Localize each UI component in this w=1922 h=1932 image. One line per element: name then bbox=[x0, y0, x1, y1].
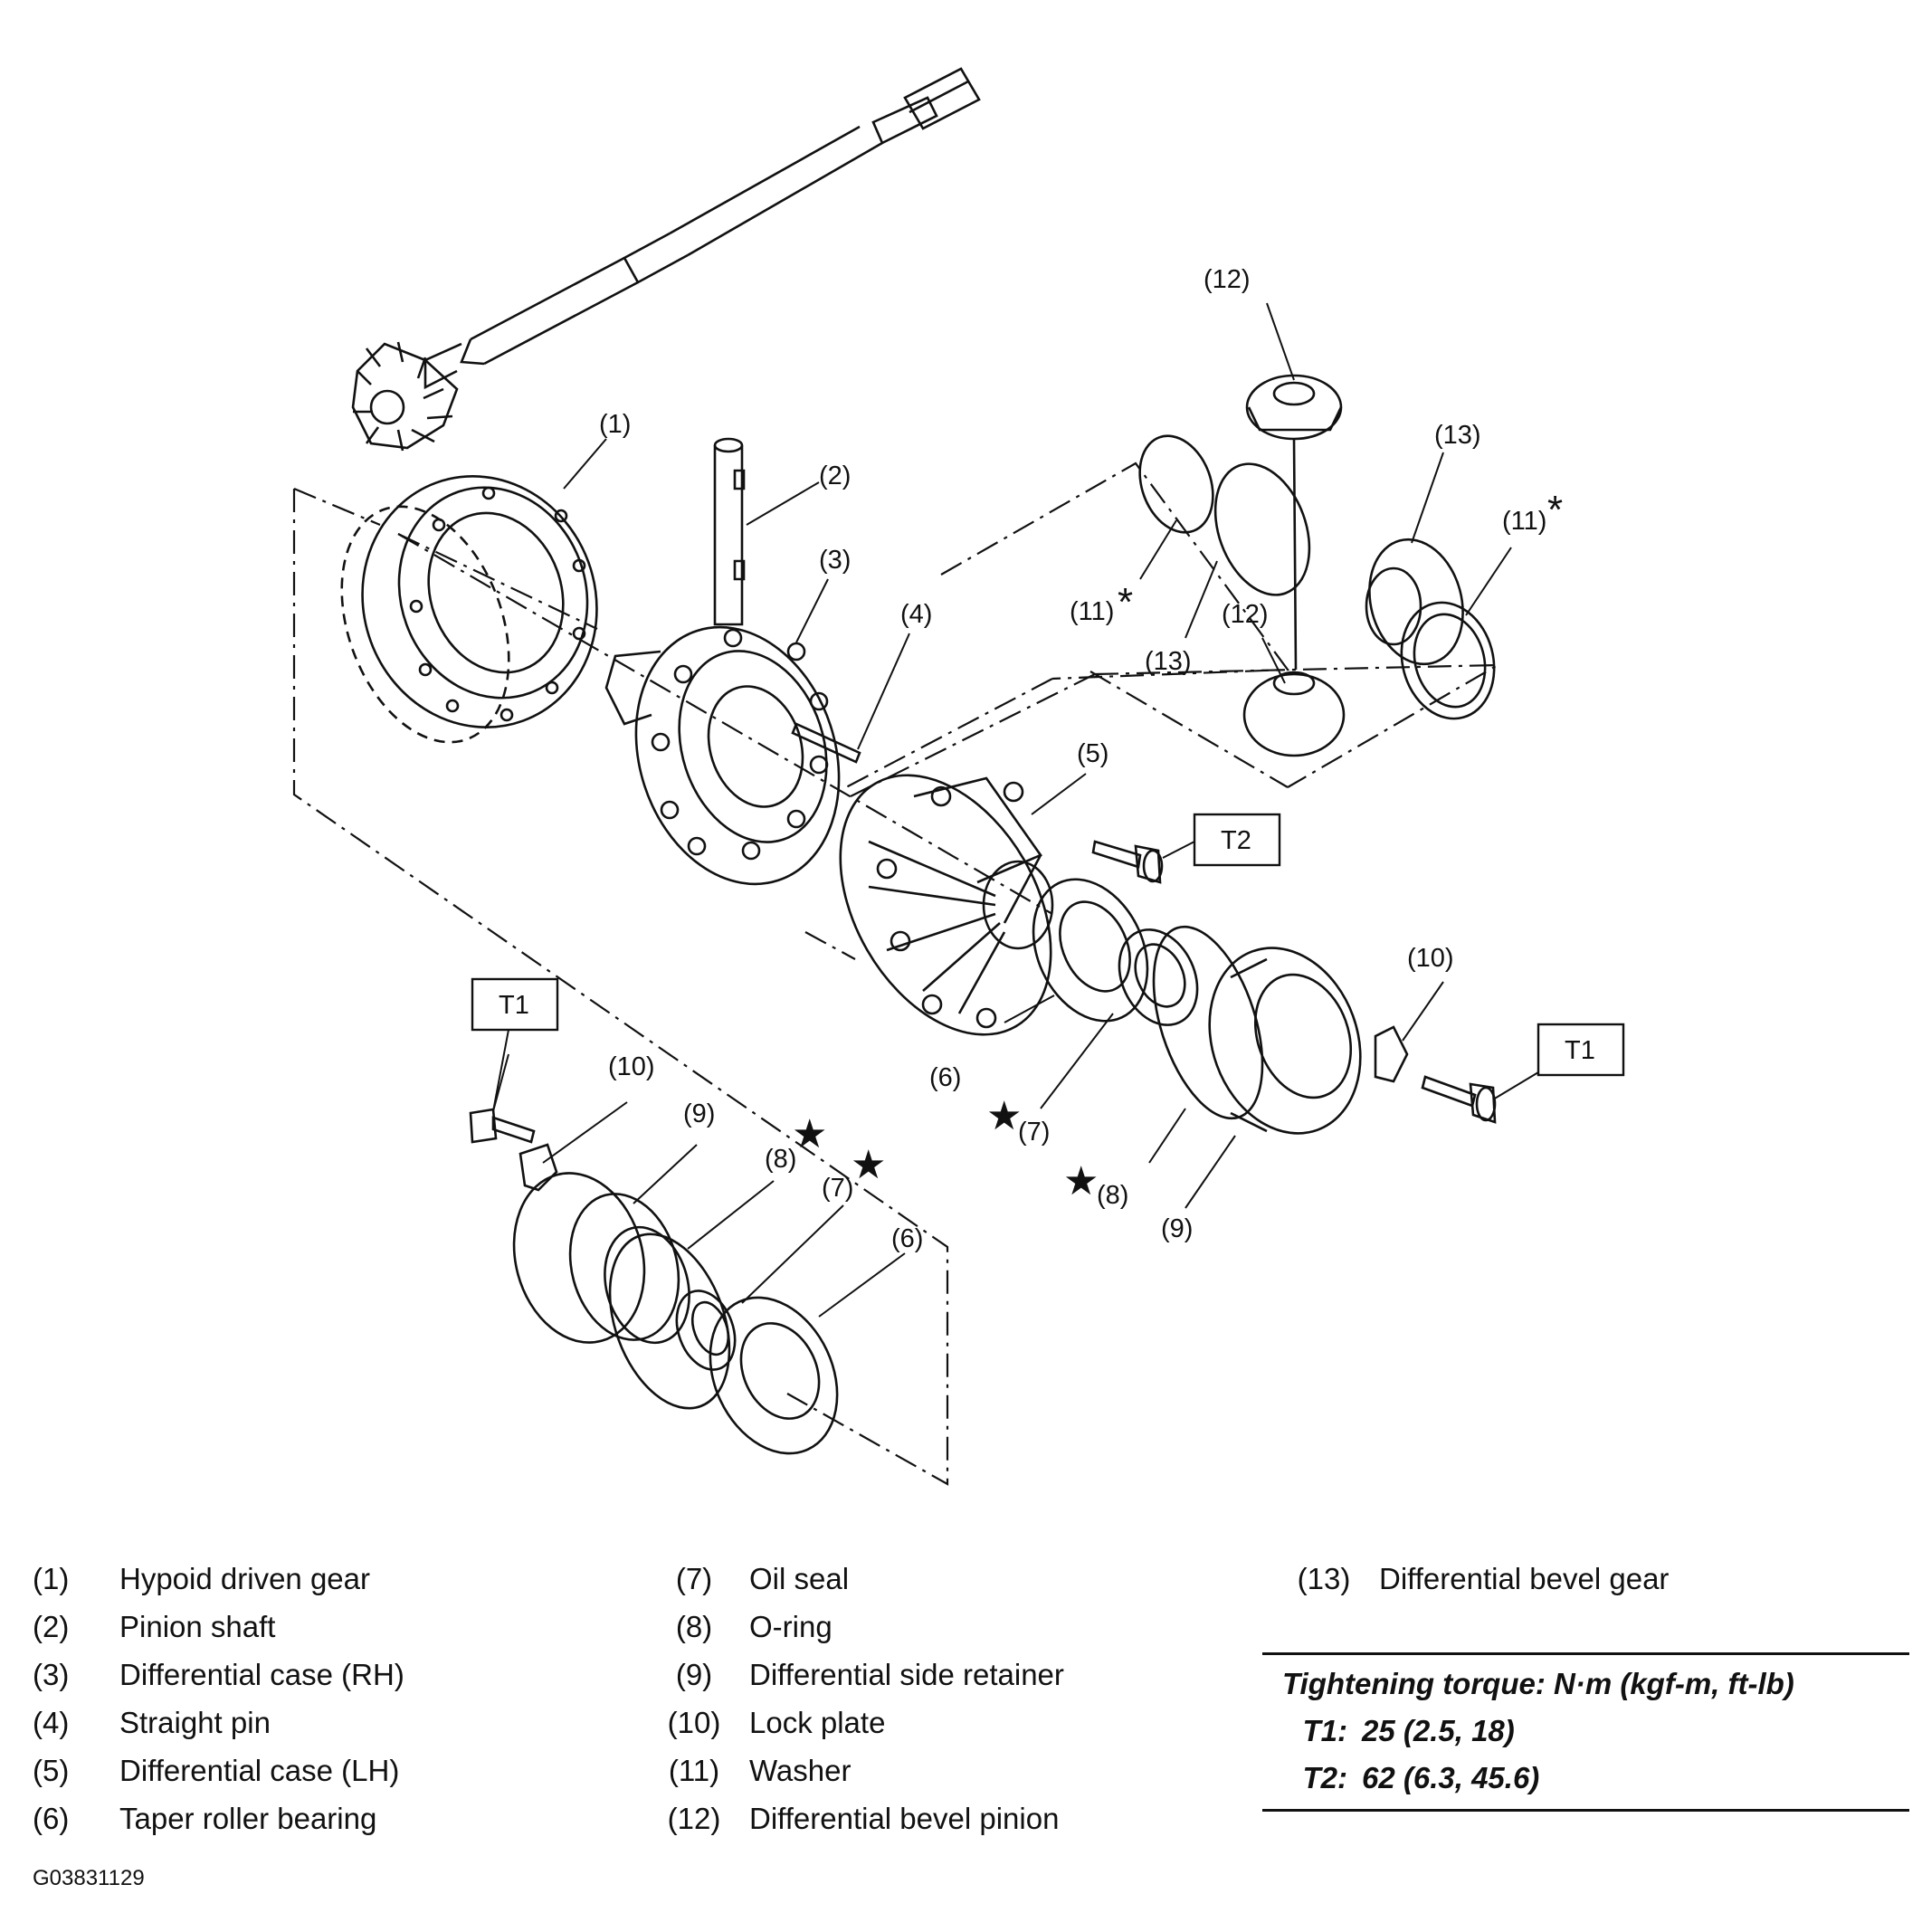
bolt-t2 bbox=[1091, 840, 1164, 884]
torque-tag-t2: T2 bbox=[1193, 813, 1281, 867]
differential-case-rh bbox=[604, 625, 841, 886]
left-bearing-seal-retainer bbox=[469, 1108, 839, 1455]
torque-value: 62 (6.3, 45.6) bbox=[1362, 1761, 1540, 1794]
bevel-gear-set bbox=[1138, 374, 1496, 757]
torque-row: T1: 25 (2.5, 18) bbox=[1262, 1708, 1909, 1755]
legend-item: (11) Washer bbox=[644, 1746, 1064, 1794]
leader-lines bbox=[492, 302, 1539, 1318]
legend-item: (4) Straight pin bbox=[33, 1699, 404, 1746]
torque-value: 25 (2.5, 18) bbox=[1362, 1714, 1515, 1747]
torque-tag-t1-left: T1 bbox=[471, 977, 559, 1112]
legend-name: Washer bbox=[749, 1753, 852, 1787]
legend-name: Pinion shaft bbox=[119, 1609, 276, 1643]
callout-2: (2) bbox=[819, 462, 851, 490]
torque-tag-t1-right-label: T1 bbox=[1565, 1036, 1595, 1065]
legend-num: (4) bbox=[33, 1705, 70, 1739]
callout-6-left: (6) bbox=[891, 1224, 923, 1253]
legend-item: (2) Pinion shaft bbox=[33, 1603, 404, 1651]
figure-id: G03831129 bbox=[33, 1866, 145, 1890]
star-icon-7-left: ★ bbox=[851, 1143, 886, 1187]
legend-num: (6) bbox=[33, 1801, 70, 1835]
callout-8-left: (8) bbox=[765, 1145, 796, 1174]
callout-5: (5) bbox=[1077, 739, 1108, 768]
callout-3: (3) bbox=[819, 546, 851, 575]
legend-num: (13) bbox=[1297, 1561, 1351, 1595]
legend-name: Differential side retainer bbox=[749, 1657, 1064, 1691]
legend-name: Straight pin bbox=[119, 1705, 271, 1739]
straight-pin bbox=[791, 722, 861, 764]
legend-item: (9) Differential side retainer bbox=[644, 1651, 1064, 1699]
torque-key: T1: bbox=[1302, 1714, 1348, 1747]
legend-item: (10) Lock plate bbox=[644, 1699, 1064, 1746]
legend-item: (13) Differential bevel gear bbox=[1274, 1555, 1670, 1603]
legend-num: (3) bbox=[33, 1657, 70, 1691]
legend-num: (12) bbox=[667, 1801, 721, 1835]
legend-num: (2) bbox=[33, 1609, 70, 1643]
legend-num: (10) bbox=[667, 1705, 721, 1739]
asterisk-icon-11-left: * bbox=[1118, 580, 1133, 624]
asterisk-icon-11-right: * bbox=[1547, 488, 1563, 532]
torque-tag-t1-right: T1 bbox=[1537, 1023, 1625, 1077]
torque-tag-t1-left-label: T1 bbox=[499, 991, 529, 1020]
callout-9-right: (9) bbox=[1161, 1214, 1193, 1243]
callout-11-left: (11) bbox=[1070, 597, 1114, 626]
legend-name: O-ring bbox=[749, 1609, 833, 1643]
legend-name: Oil seal bbox=[749, 1561, 850, 1595]
callout-10-left: (10) bbox=[608, 1052, 655, 1081]
pinion-shaft bbox=[713, 437, 746, 626]
callout-13-bottom: (13) bbox=[1145, 647, 1192, 676]
legend-column-3: (13) Differential bevel gear bbox=[1274, 1555, 1670, 1603]
legend-name: Taper roller bearing bbox=[119, 1801, 377, 1835]
callout-13-top: (13) bbox=[1434, 421, 1481, 450]
legend-item: (6) Taper roller bearing bbox=[33, 1794, 404, 1842]
legend-num: (11) bbox=[668, 1753, 720, 1787]
legend-item: (8) O-ring bbox=[644, 1603, 1064, 1651]
legend-item: (7) Oil seal bbox=[644, 1555, 1064, 1603]
legend-name: Differential bevel pinion bbox=[749, 1801, 1060, 1835]
star-icon-8-left: ★ bbox=[792, 1112, 827, 1156]
right-bearing-seal-retainer bbox=[1032, 878, 1362, 1135]
callout-11-right: (11) bbox=[1502, 507, 1546, 536]
callout-7-left: (7) bbox=[822, 1174, 853, 1203]
torque-title: Tightening torque: N·m (kgf-m, ft-lb) bbox=[1282, 1667, 1794, 1700]
callout-1: (1) bbox=[599, 410, 631, 439]
tightening-torque-table: Tightening torque: N·m (kgf-m, ft-lb) T1… bbox=[1262, 1652, 1909, 1812]
callout-4: (4) bbox=[900, 600, 932, 629]
torque-row: T2: 62 (6.3, 45.6) bbox=[1262, 1755, 1909, 1802]
drive-pinion-shaft bbox=[351, 67, 981, 452]
legend-num: (9) bbox=[675, 1657, 713, 1691]
legend-item: (3) Differential case (RH) bbox=[33, 1651, 404, 1699]
torque-key: T2: bbox=[1302, 1761, 1348, 1794]
differential-case-lh bbox=[839, 774, 1054, 1036]
star-icon-8-right: ★ bbox=[1063, 1159, 1099, 1204]
hypoid-driven-gear bbox=[340, 475, 598, 744]
torque-tag-t2-label: T2 bbox=[1221, 826, 1251, 855]
callout-9-left: (9) bbox=[683, 1099, 715, 1128]
callout-7-right: (7) bbox=[1018, 1118, 1050, 1147]
legend-name: Hypoid driven gear bbox=[119, 1561, 370, 1595]
legend-column-2: (7) Oil seal (8) O-ring (9) Differential si… bbox=[644, 1555, 1064, 1842]
legend-name: Differential case (LH) bbox=[119, 1753, 400, 1787]
callout-6-right: (6) bbox=[929, 1063, 961, 1092]
legend-name: Lock plate bbox=[749, 1705, 886, 1739]
legend-column-1: (1) Hypoid driven gear (2) Pinion shaft (3… bbox=[33, 1555, 404, 1842]
legend-name: Differential case (RH) bbox=[119, 1657, 404, 1691]
legend-item: (1) Hypoid driven gear bbox=[33, 1555, 404, 1603]
callout-12-top: (12) bbox=[1204, 265, 1251, 294]
callout-8-right: (8) bbox=[1097, 1181, 1128, 1210]
exploded-diagram: (1) (2) (3) (4) (5) (6) (7) (8) (9) (10)… bbox=[292, 67, 1625, 1486]
legend-item: (12) Differential bevel pinion bbox=[644, 1794, 1064, 1842]
callout-labels: (1) (2) (3) (4) (5) (6) (7) (8) (9) (10)… bbox=[599, 265, 1563, 1253]
legend-num: (7) bbox=[675, 1561, 713, 1595]
callout-10-right: (10) bbox=[1407, 944, 1454, 973]
callout-12-bottom: (12) bbox=[1222, 600, 1269, 629]
legend-num: (5) bbox=[33, 1753, 70, 1787]
star-icon-7-right: ★ bbox=[986, 1094, 1022, 1138]
assembly-outline bbox=[292, 462, 1499, 1486]
right-lockplate-bolt bbox=[1374, 1025, 1497, 1124]
legend-item: (5) Differential case (LH) bbox=[33, 1746, 404, 1794]
legend-num: (8) bbox=[675, 1609, 713, 1643]
legend-num: (1) bbox=[33, 1561, 70, 1595]
legend-name: Differential bevel gear bbox=[1379, 1561, 1670, 1595]
